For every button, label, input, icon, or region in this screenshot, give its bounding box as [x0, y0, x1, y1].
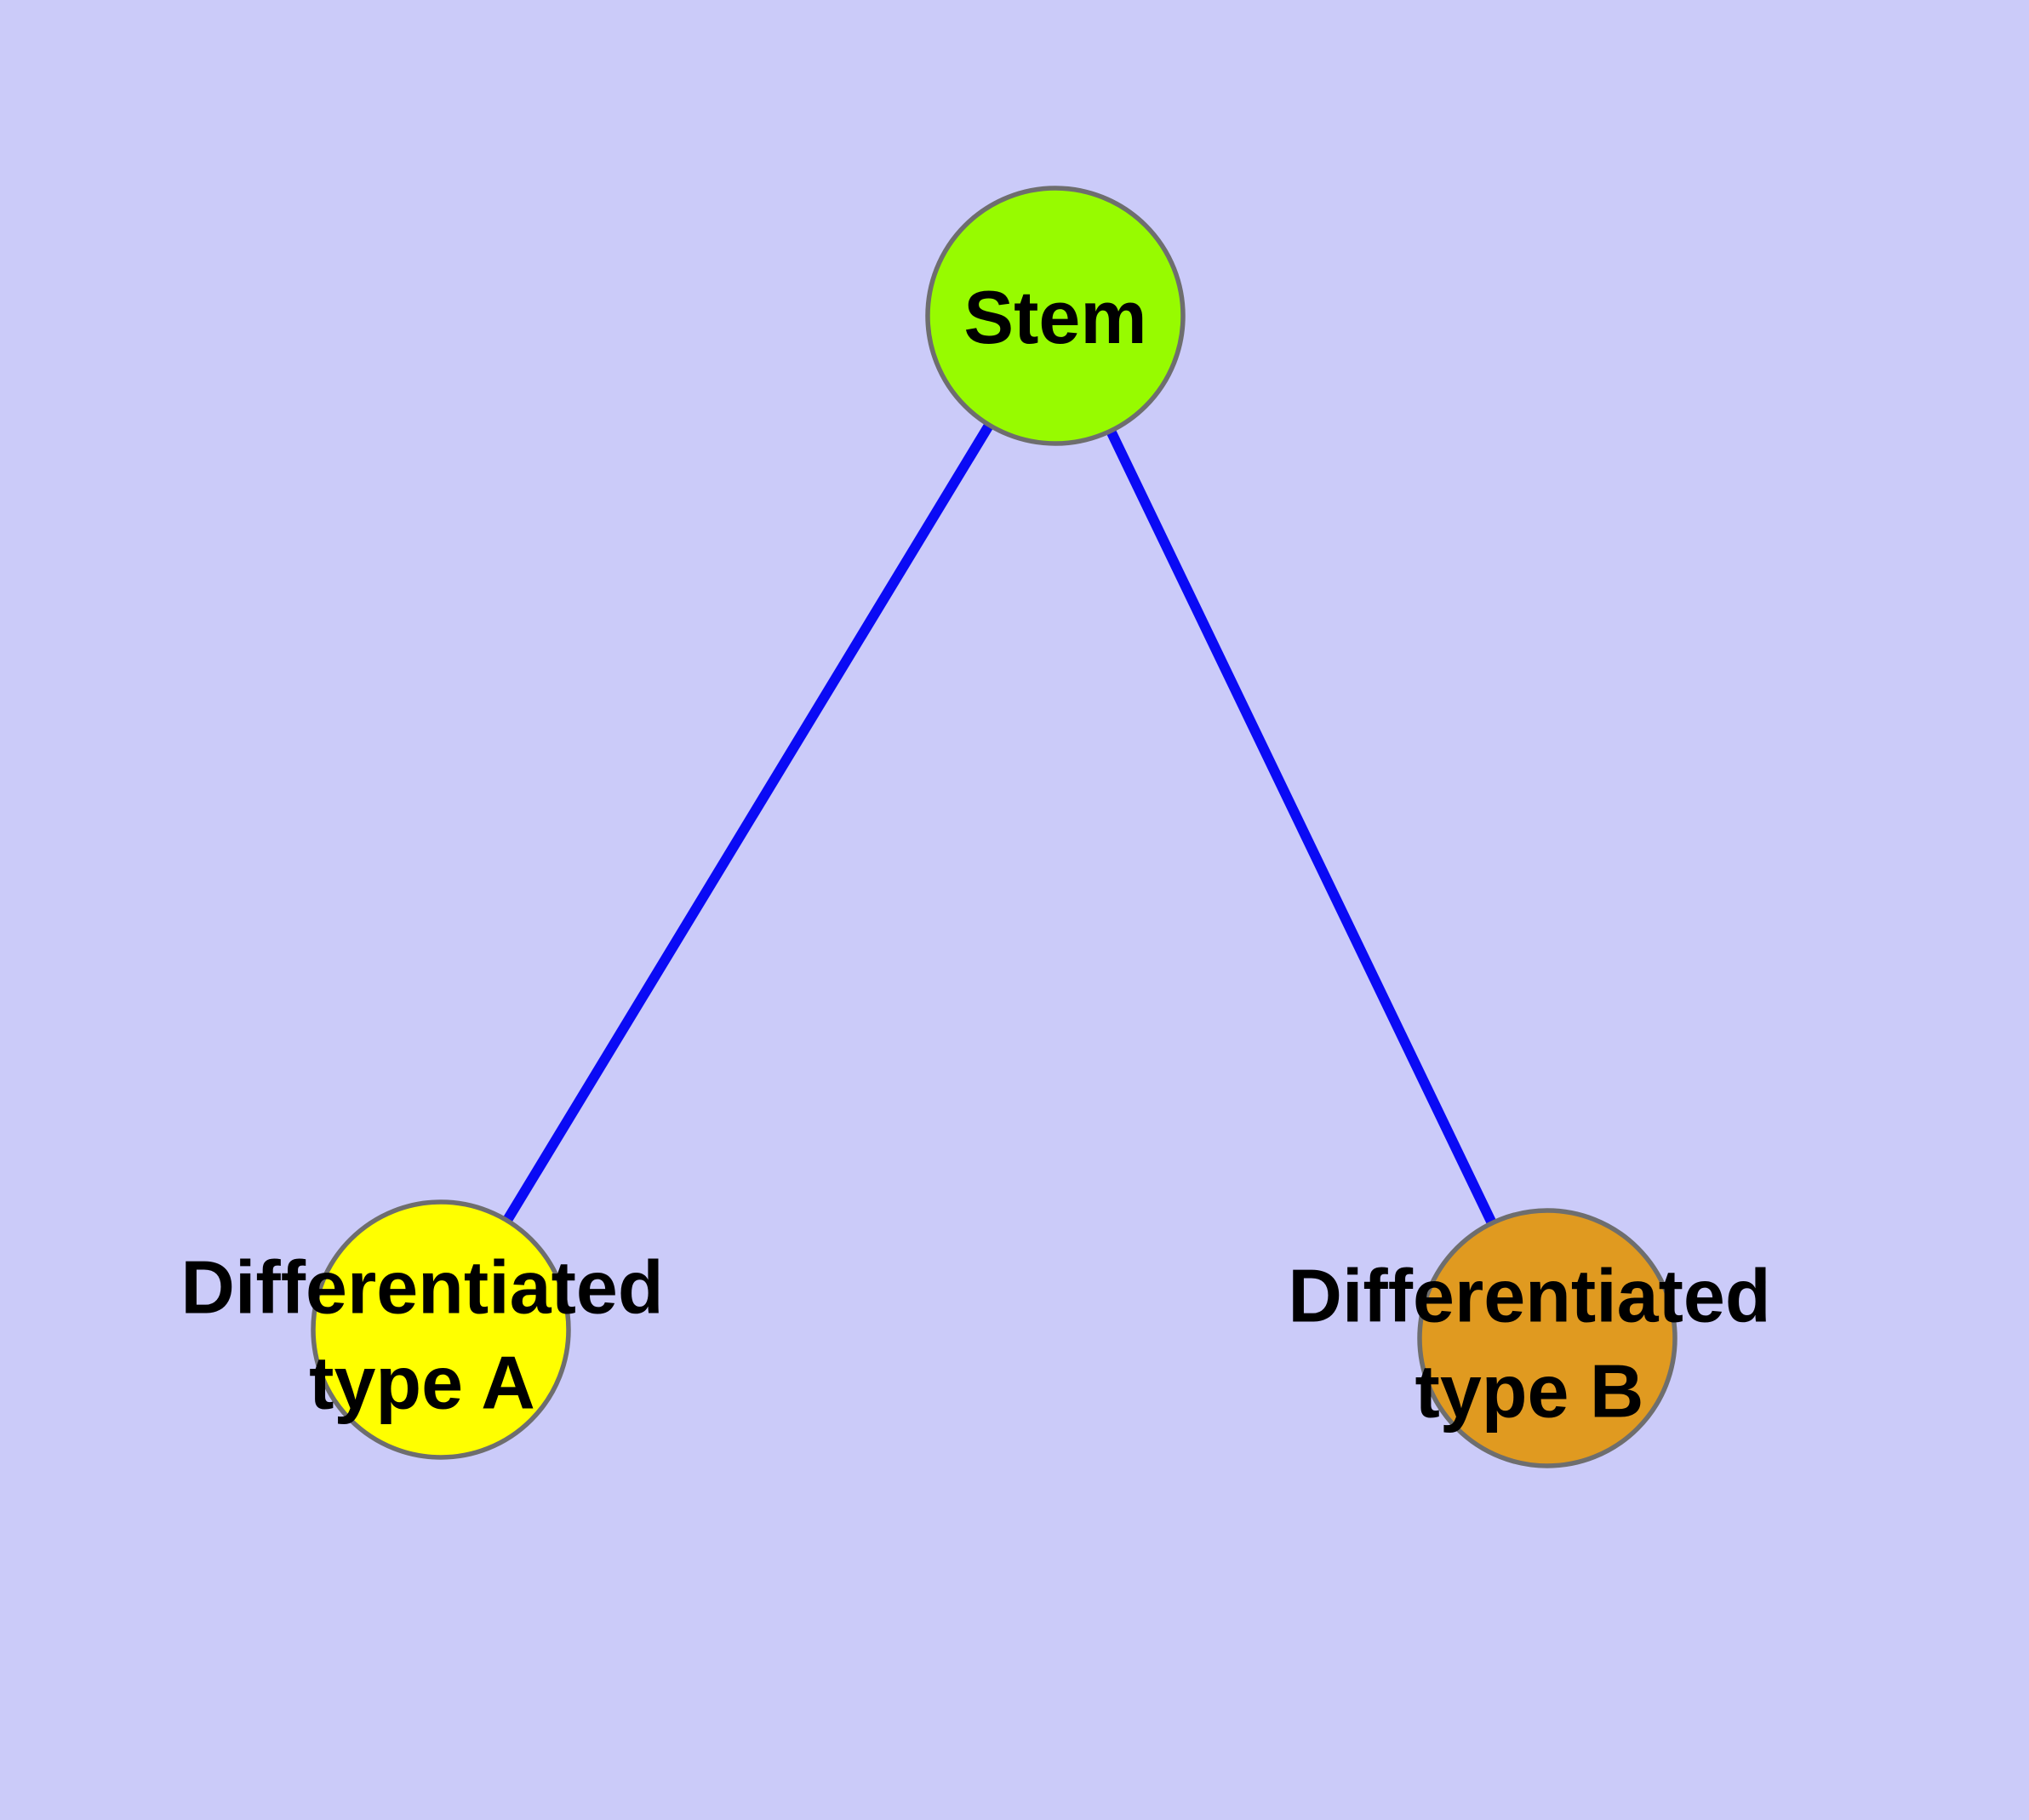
node-label-type-b: Differentiated type B — [1288, 1248, 1770, 1439]
node-label-type-b-line1: Differentiated — [1288, 1253, 1771, 1338]
node-label-type-a-line2: type A — [309, 1340, 535, 1424]
edge-stem-to-type-b — [1050, 313, 1552, 1341]
node-label-type-b-line2: type B — [1415, 1348, 1644, 1433]
node-label-type-a: Differentiated type A — [180, 1239, 663, 1430]
node-type-a-circle — [311, 1199, 571, 1460]
edge-stem-to-type-a — [436, 312, 1060, 1333]
node-label-type-a-line1: Differentiated — [180, 1245, 664, 1330]
node-label-stem-text: Stem — [963, 275, 1147, 360]
node-label-stem: Stem — [963, 270, 1146, 365]
node-stem-circle — [925, 186, 1186, 446]
node-type-b-circle — [1417, 1208, 1677, 1468]
